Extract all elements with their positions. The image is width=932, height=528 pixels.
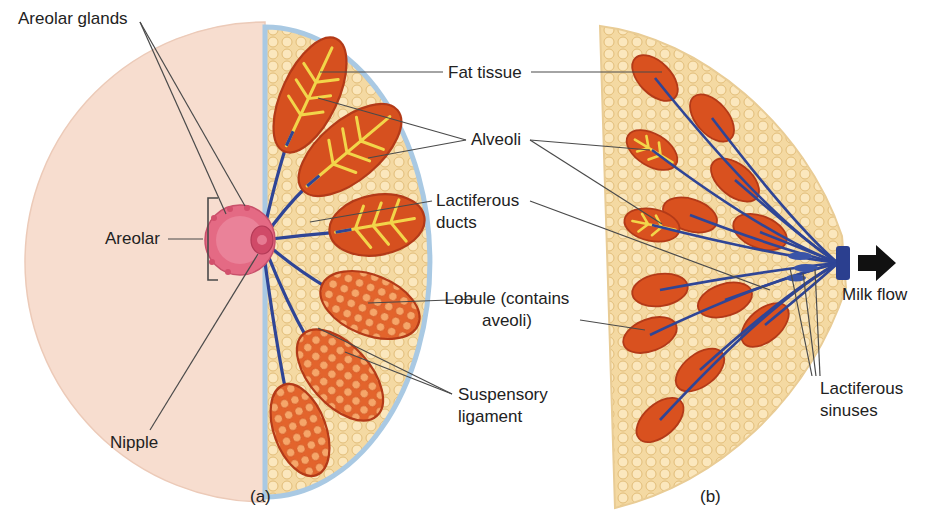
areola [211, 215, 217, 221]
leader-line [140, 22, 245, 206]
leader-line [208, 198, 218, 280]
lactiferous-duct [660, 263, 838, 420]
lactiferous-duct [652, 225, 838, 263]
areola [209, 259, 215, 265]
leader-line [318, 98, 466, 140]
leader-line [531, 71, 662, 72]
part-label: Fat tissue [448, 62, 522, 84]
lobule [286, 131, 293, 146]
nipple [836, 246, 850, 280]
part-label: Lactiferous ducts [436, 190, 536, 234]
panel-letter: (b) [700, 486, 721, 508]
lactiferous-duct [655, 78, 838, 263]
lactiferous-duct [760, 232, 838, 263]
part-label: Nipple [110, 432, 158, 454]
areola [257, 235, 267, 245]
part-label: Lactiferous sinuses [820, 378, 925, 422]
part-label: Areolar [105, 228, 160, 250]
leader-line [345, 352, 452, 394]
lobule [294, 100, 404, 202]
leader-line [168, 238, 203, 239]
leader-line [140, 22, 820, 430]
leader-line [320, 71, 443, 72]
leader-line [803, 273, 816, 376]
side-view [600, 26, 896, 508]
leader-line [530, 140, 650, 150]
lactiferous-sinus [786, 252, 818, 282]
lobule [307, 176, 319, 186]
lactiferous-duct [735, 180, 838, 263]
leader-line [318, 328, 452, 394]
leader-line [580, 320, 645, 330]
lactiferous-duct [652, 150, 838, 263]
leader-line [140, 22, 226, 214]
front-view [25, 22, 430, 502]
leader-line [310, 201, 432, 222]
lobule [336, 230, 352, 233]
lactiferous-sinus [794, 264, 818, 272]
lactiferous-duct [712, 118, 838, 263]
lobule [283, 87, 417, 213]
milk-flow-arrow [858, 245, 896, 281]
lactiferous-duct [650, 78, 838, 420]
leader-line [368, 140, 466, 158]
leader-line [150, 254, 258, 430]
lobule [283, 87, 417, 213]
lobule [618, 47, 797, 451]
lobule [325, 187, 430, 263]
lobule [258, 27, 429, 484]
areola [225, 269, 231, 275]
panel-letter: (a) [250, 486, 271, 508]
areola [205, 205, 275, 275]
side-view [600, 26, 846, 508]
lactiferous-duct [765, 263, 838, 325]
leader-line [530, 140, 662, 224]
lobule [259, 376, 341, 484]
lobule [325, 187, 430, 263]
lactiferous-sinus [788, 252, 812, 260]
part-label: Lobule (contains aveoli) [432, 288, 582, 332]
leader-line [530, 201, 770, 290]
part-label: Alveoli [471, 129, 521, 151]
lobule [259, 376, 341, 484]
areola [205, 205, 275, 275]
part-label: Suspensory ligament [458, 384, 578, 428]
leader-line [815, 269, 820, 376]
part-label: Milk flow [842, 284, 907, 306]
areola [227, 206, 233, 212]
areola [251, 226, 273, 254]
part-label: Areolar glands [18, 8, 128, 30]
